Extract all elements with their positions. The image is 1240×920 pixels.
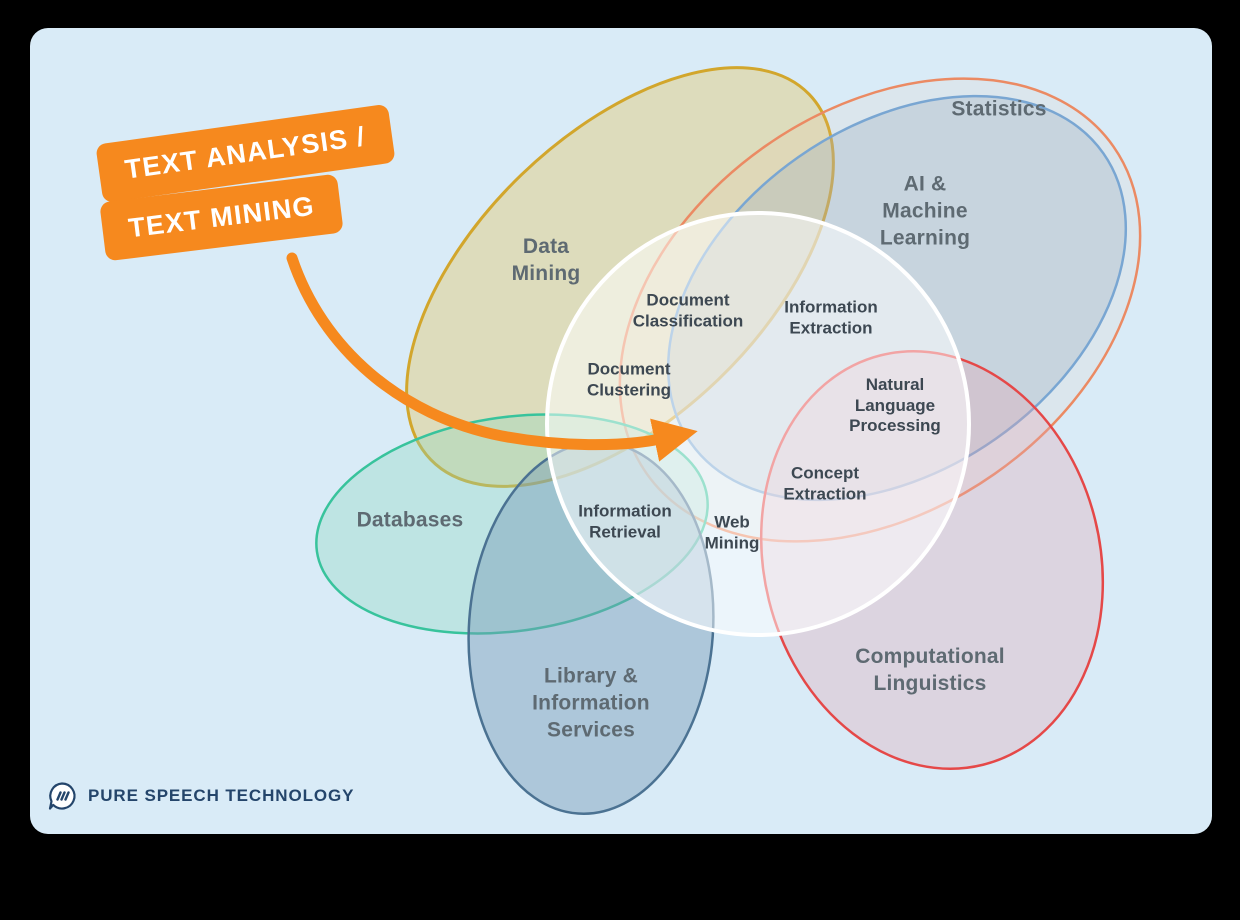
web-mining-label: Web Mining <box>704 512 760 552</box>
speech-bubble-icon <box>48 782 76 810</box>
information-retrieval-label: Information Retrieval <box>578 501 672 541</box>
document-classification-label: Document Classification <box>632 290 744 330</box>
logo: PURE SPEECH TECHNOLOGY <box>46 780 354 812</box>
ai-machine-learning-label: AI & Machine Learning <box>879 172 971 250</box>
statistics-label: Statistics <box>951 97 1047 121</box>
library-information-services-label: Library & Information Services <box>532 664 650 742</box>
logo-text: PURE SPEECH TECHNOLOGY <box>88 786 355 805</box>
document-clustering-label: Document Clustering <box>586 359 672 399</box>
computational-linguistics-label: Computational Linguistics <box>855 645 1005 695</box>
information-extraction-label: Information Extraction <box>784 297 878 337</box>
databases-label: Databases <box>356 508 464 532</box>
data-mining-label: Data Mining <box>511 235 581 285</box>
natural-language-processing-label: Natural Language Processing <box>849 374 941 436</box>
concept-extraction-label: Concept Extraction <box>783 463 867 503</box>
